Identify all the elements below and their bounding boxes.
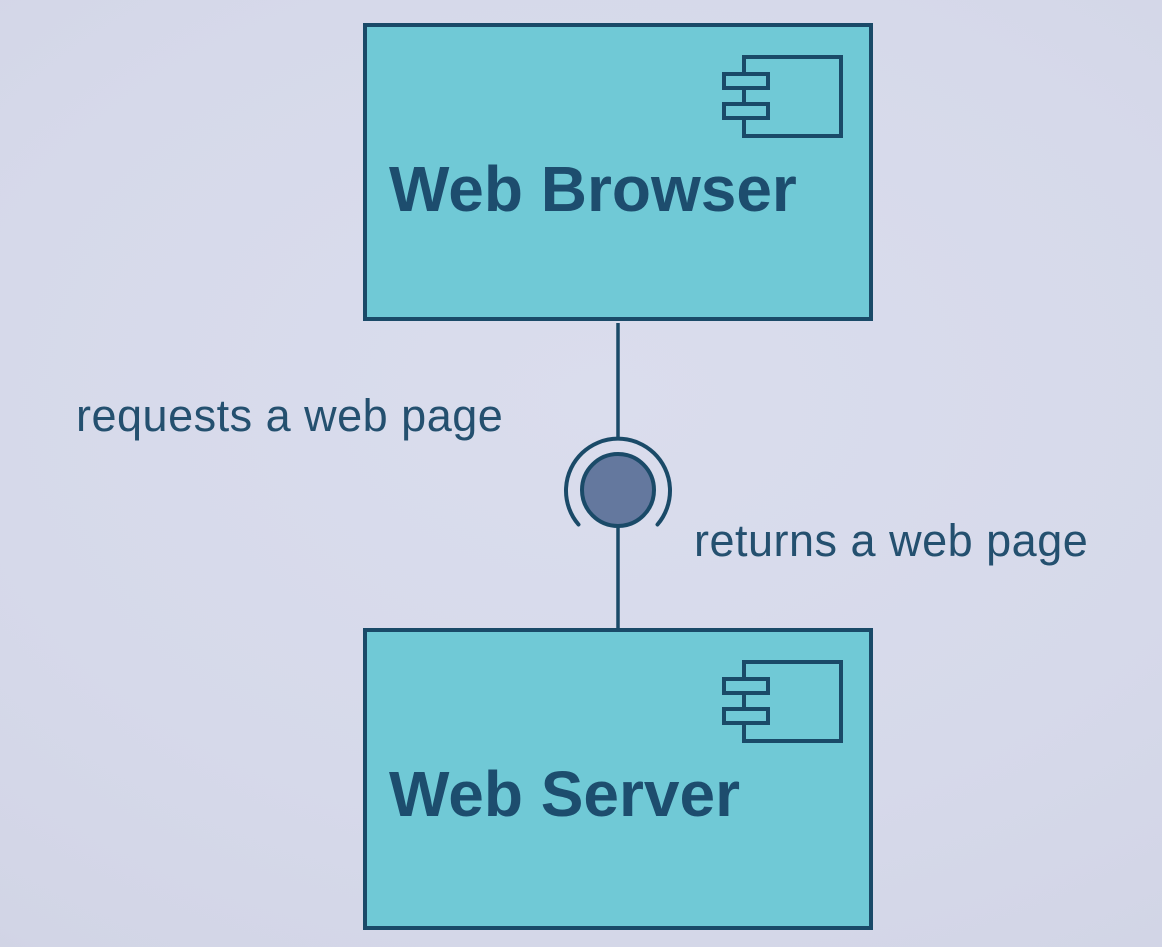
node-web-browser: Web Browser xyxy=(363,23,873,321)
edge-label-returns: returns a web page xyxy=(694,515,1089,566)
edge-label-requests: requests a web page xyxy=(76,390,504,441)
node-label-web-server: Web Server xyxy=(389,758,740,830)
uml-component-icon xyxy=(722,660,843,743)
node-web-server: Web Server xyxy=(363,628,873,930)
uml-component-icon xyxy=(722,55,843,138)
socket-arc xyxy=(564,436,672,527)
ball-interface xyxy=(580,452,656,528)
node-label-web-browser: Web Browser xyxy=(389,153,797,225)
